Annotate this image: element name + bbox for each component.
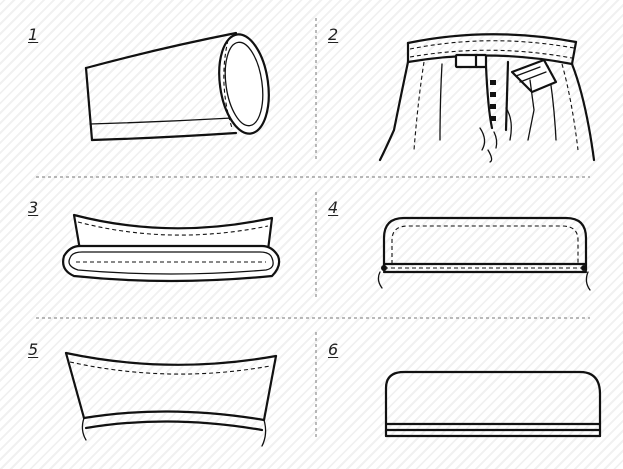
panel-6-number: 6 (328, 340, 339, 359)
panel-2-trouser-waistband (378, 33, 596, 163)
panel-6-finished-band (384, 370, 602, 438)
panel-4-stitched-band (377, 216, 591, 291)
panel-4-number: 4 (328, 198, 339, 217)
panel-3-number: 3 (28, 198, 39, 217)
button-icon (490, 80, 496, 121)
panel-3-curved-band (62, 213, 281, 283)
panel-5-number: 5 (28, 340, 39, 359)
panel-dividers (36, 18, 590, 440)
panel-1-folded-band (84, 31, 270, 142)
panel-5-curved-band (64, 351, 278, 447)
panel-2-number: 2 (328, 25, 339, 44)
panel-1-number: 1 (28, 25, 39, 44)
